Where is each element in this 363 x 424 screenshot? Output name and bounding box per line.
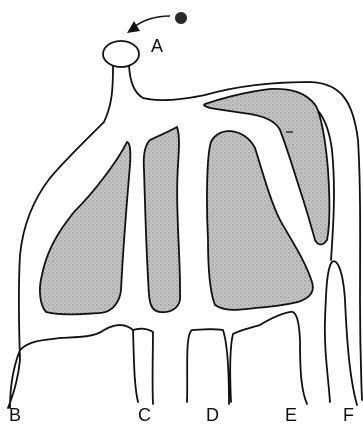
block-mid-left: [144, 127, 180, 312]
label-c: C: [138, 405, 151, 424]
label-d: D: [206, 405, 219, 424]
start-hole: [103, 41, 139, 67]
arrow-head-icon: [127, 21, 140, 33]
label-e: E: [285, 405, 297, 424]
arrow-path: [133, 16, 170, 28]
label-a: A: [151, 36, 163, 56]
label-b: B: [9, 405, 21, 424]
label-f: F: [343, 405, 354, 424]
ball-icon: [175, 12, 187, 24]
block-left: [40, 142, 130, 314]
